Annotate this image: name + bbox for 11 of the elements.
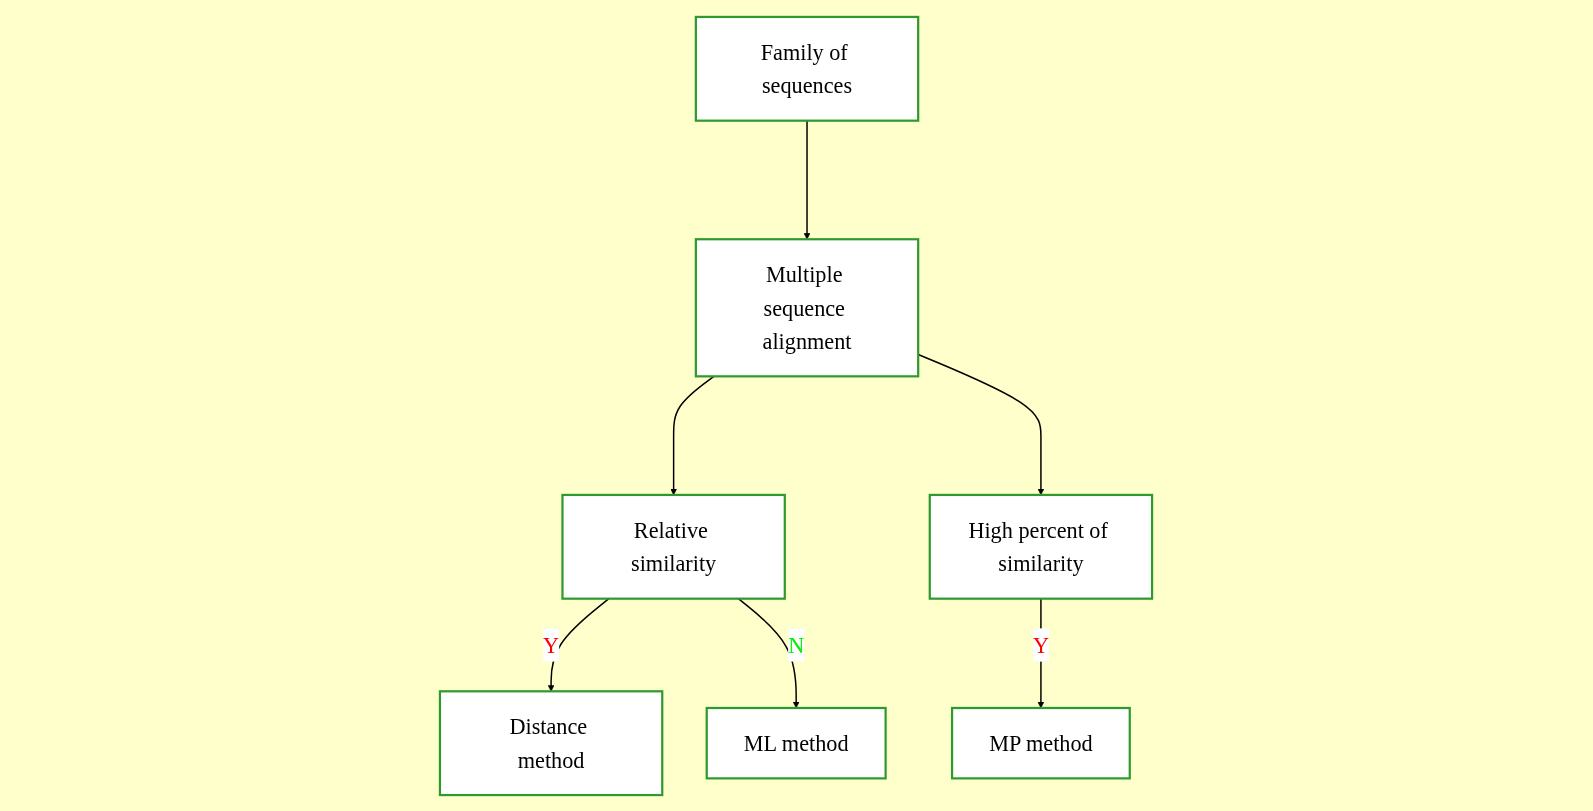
node-box: Relative similarity	[561, 493, 787, 600]
edge-label: N	[788, 632, 805, 657]
node-box: High percent of similarity	[929, 493, 1154, 600]
edge-label: Y	[543, 632, 560, 657]
node-box: Family of sequences	[695, 15, 920, 122]
edge-label: Y	[1033, 632, 1050, 657]
node-box: Distance method	[439, 689, 664, 796]
node-box: ML method	[706, 706, 888, 779]
node-box: MP method	[951, 706, 1132, 779]
arrow	[670, 375, 716, 495]
node-box: Multiple sequence alignment	[695, 237, 920, 377]
